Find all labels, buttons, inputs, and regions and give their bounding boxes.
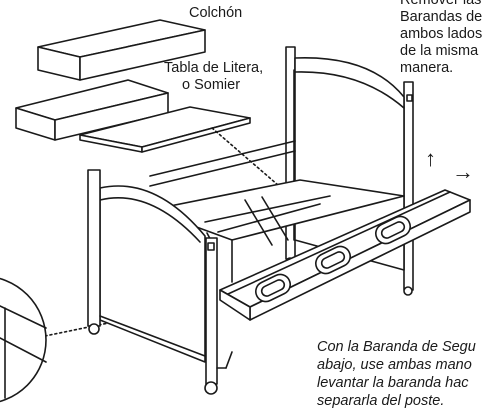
remove-rails-line: Barandas de (400, 9, 483, 25)
bunk-board-label-line1: Tabla de Litera, (164, 60, 264, 76)
instruction-line: abajo, use ambas mano (317, 357, 472, 373)
remove-rails-note: Remover las Barandas de ambos lados de l… (400, 0, 482, 77)
rail-handle-slot-1 (255, 273, 291, 303)
instruction-note: Con la Baranda de Segu abajo, use ambas … (317, 338, 498, 410)
remove-rails-line: Remover las (400, 0, 482, 8)
remove-rails-line: ambos lados (400, 26, 483, 42)
bunk-board-sheet (79, 106, 251, 153)
bunk-board-label-line2: o Somier (182, 77, 241, 93)
bunk-board-block (15, 79, 169, 141)
instruction-line: separarla del poste. (317, 393, 445, 409)
remove-rails-line: manera. (400, 60, 454, 76)
remove-rails-line: de la misma (400, 43, 479, 59)
rail-handle-slot-2 (315, 245, 351, 275)
instruction-line: levantar la baranda hac (317, 375, 469, 391)
arrow-up-icon: ↑ (425, 146, 436, 171)
detail-magnifier (0, 277, 47, 403)
instruction-line: Con la Baranda de Segu (317, 339, 476, 355)
arrow-right-icon: → (452, 159, 474, 184)
rail-handle-slot-3 (375, 215, 411, 245)
mattress-label: Colchón (189, 5, 243, 21)
mattress-illustration (37, 19, 206, 81)
